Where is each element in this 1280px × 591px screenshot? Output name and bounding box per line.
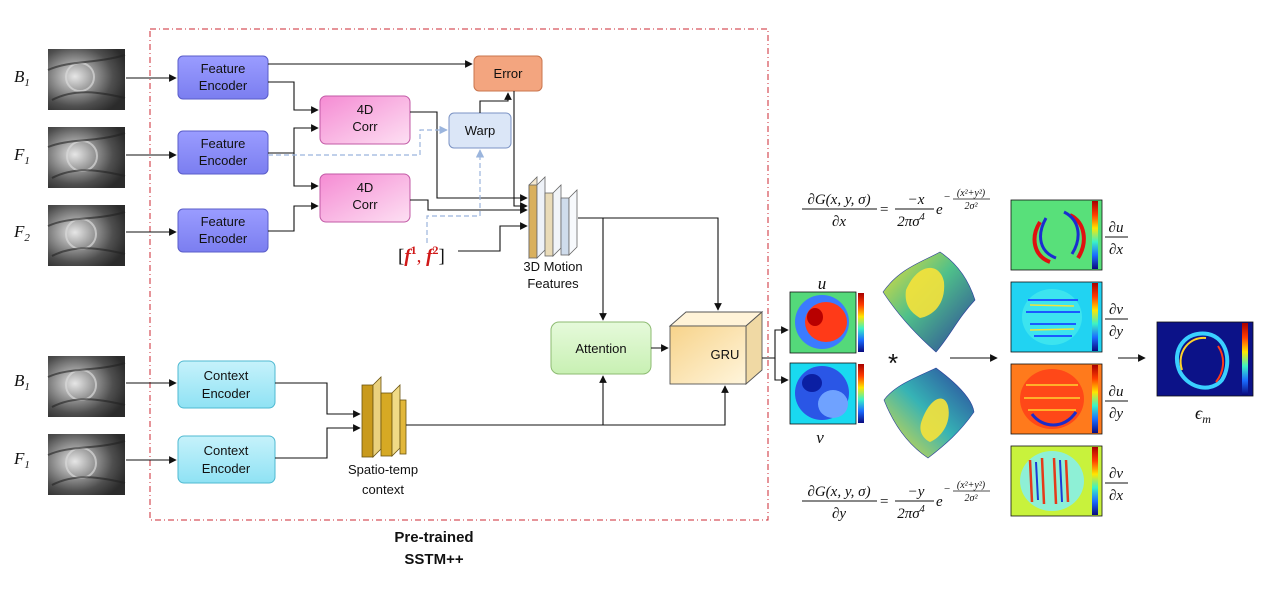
caption-line-2: SSTM++ (404, 551, 463, 568)
label-dv-dx: ∂v ∂x (1105, 466, 1128, 504)
svg-text:Feature: Feature (201, 136, 246, 151)
motion-features-label-1: 3D Motion (523, 259, 582, 274)
attention-block: Attention (550, 321, 652, 375)
svg-text:Feature: Feature (201, 214, 246, 229)
svg-text:4D: 4D (357, 102, 374, 117)
svg-text:e: e (936, 494, 943, 510)
svg-text:Encoder: Encoder (202, 386, 251, 401)
svg-text:Encoder: Encoder (199, 231, 248, 246)
svg-text:−y: −y (908, 484, 925, 500)
svg-text:∂x: ∂x (1109, 242, 1123, 258)
label-du-dy: ∂u ∂y (1105, 384, 1128, 422)
context-encoder-2: Context Encoder (177, 435, 276, 484)
svg-text:∂G(x, y, σ): ∂G(x, y, σ) (807, 484, 870, 500)
equation-top: ∂G(x, y, σ) ∂x = −x 2πσ4 e − (x²+y²) 2σ² (802, 188, 990, 230)
error-block: Error (473, 55, 543, 92)
derivative-map-dv-dy (1010, 281, 1103, 353)
svg-text:−: − (944, 483, 950, 495)
svg-text:∂u: ∂u (1109, 220, 1124, 236)
svg-text:2σ²: 2σ² (965, 493, 979, 504)
svg-text:∂u: ∂u (1109, 384, 1124, 400)
fundus-image-b1-bottom (47, 356, 126, 417)
fundus-image-f1-bottom (47, 434, 126, 495)
motion-feature-volume (528, 176, 578, 259)
context-encoder-1: Context Encoder (177, 360, 276, 409)
svg-text:Encoder: Encoder (199, 78, 248, 93)
gru-block: GRU (668, 311, 764, 385)
gaussian-derivative-y-surface (883, 367, 975, 459)
svg-text:Corr: Corr (352, 197, 378, 212)
svg-text:−: − (944, 191, 950, 203)
label-b1-top: B1 (14, 67, 30, 89)
label-epsilon: ϵm (1195, 403, 1211, 426)
spatio-temp-volume (361, 376, 407, 458)
label-dv-dy: ∂v ∂y (1105, 302, 1128, 340)
label-f1-top: F1 (13, 145, 30, 167)
derivative-map-du-dx (1010, 199, 1103, 271)
svg-text:Feature: Feature (201, 61, 246, 76)
motion-features-label-2: Features (527, 276, 579, 291)
label-u: u (818, 274, 827, 293)
fundus-image-f1-top (47, 127, 126, 188)
svg-text:Error: Error (494, 66, 524, 81)
fundus-image-f2 (47, 205, 126, 266)
feature-encoder-1: Feature Encoder (177, 55, 269, 100)
connections (126, 60, 1146, 464)
svg-text:=: = (880, 202, 888, 218)
flow-symbols: [f1, f2] (398, 243, 445, 267)
svg-text:Context: Context (204, 368, 249, 383)
svg-text:∂y: ∂y (1109, 324, 1123, 340)
label-f1-bottom: F1 (13, 449, 30, 471)
convolution-symbol: * (888, 348, 898, 378)
svg-text:Warp: Warp (465, 123, 496, 138)
label-du-dx: ∂u ∂x (1105, 220, 1128, 258)
svg-text:∂x: ∂x (1109, 488, 1123, 504)
spatio-temp-label-2: context (362, 482, 404, 497)
warp-block: Warp (448, 112, 512, 149)
svg-text:(x²+y²): (x²+y²) (957, 480, 986, 491)
spatio-temp-label-1: Spatio-temp (348, 462, 418, 477)
strain-map-epsilon (1156, 321, 1254, 397)
svg-text:∂x: ∂x (832, 214, 846, 230)
corr-block-2: 4D Corr (319, 173, 411, 223)
svg-text:2σ²: 2σ² (965, 201, 979, 212)
equation-bottom: ∂G(x, y, σ) ∂y = −y 2πσ4 e − (x²+y²) 2σ² (802, 480, 990, 522)
svg-text:∂y: ∂y (832, 506, 846, 522)
svg-text:Encoder: Encoder (202, 461, 251, 476)
gaussian-derivative-x-surface (882, 251, 976, 353)
flow-map-v (789, 362, 864, 425)
derivative-map-dv-dx (1010, 445, 1103, 517)
pretrained-frame (149, 28, 769, 521)
svg-text:2πσ4: 2πσ4 (897, 504, 924, 522)
feature-encoder-3: Feature Encoder (177, 208, 269, 253)
feature-encoder-2: Feature Encoder (177, 130, 269, 175)
svg-text:Context: Context (204, 443, 249, 458)
label-f2: F2 (13, 222, 30, 244)
svg-text:∂v: ∂v (1109, 466, 1123, 482)
svg-text:∂G(x, y, σ): ∂G(x, y, σ) (807, 192, 870, 208)
svg-text:4D: 4D (357, 180, 374, 195)
svg-text:Corr: Corr (352, 119, 378, 134)
svg-text:(x²+y²): (x²+y²) (957, 188, 986, 199)
label-b1-bottom: B1 (14, 371, 30, 393)
derivative-map-du-dy (1010, 363, 1103, 435)
svg-text:Attention: Attention (575, 341, 626, 356)
svg-text:−x: −x (908, 192, 925, 208)
fundus-image-b1-top (47, 49, 126, 110)
svg-text:=: = (880, 494, 888, 510)
svg-text:e: e (936, 202, 943, 218)
caption-line-1: Pre-trained (394, 529, 473, 546)
corr-block-1: 4D Corr (319, 95, 411, 145)
svg-text:∂v: ∂v (1109, 302, 1123, 318)
label-v: v (816, 428, 824, 447)
flow-map-u (789, 291, 864, 354)
svg-text:Encoder: Encoder (199, 153, 248, 168)
svg-text:2πσ4: 2πσ4 (897, 212, 924, 230)
svg-text:GRU: GRU (711, 347, 740, 362)
svg-text:∂y: ∂y (1109, 406, 1123, 422)
